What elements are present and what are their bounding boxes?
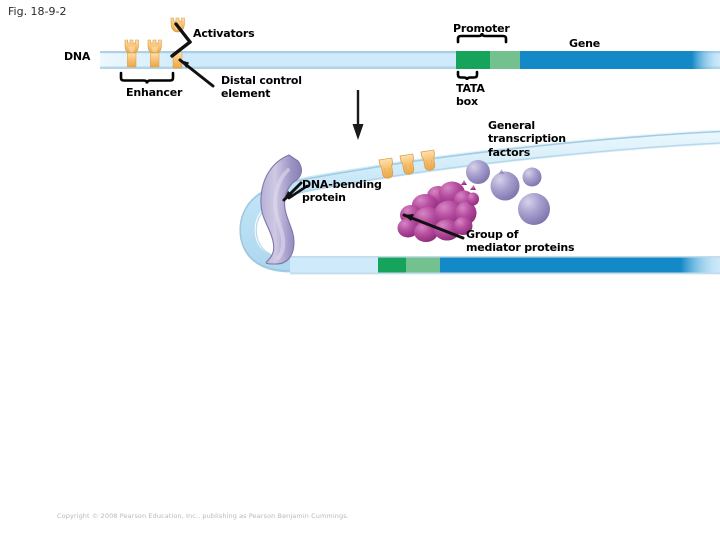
mediator-leader-line — [402, 213, 465, 240]
top-promoter-segment — [490, 51, 520, 69]
dna-bending-leader-arrowhead — [284, 191, 294, 200]
label-dna: DNA — [64, 50, 91, 63]
label-general-transcription-factors: General transcription factors — [488, 119, 566, 159]
label-distal-control-element: Distal control element — [221, 74, 302, 101]
enhancer-bracket — [119, 71, 175, 84]
bottom-dna-strand — [290, 256, 720, 275]
bottom-promoter-segment — [406, 257, 440, 273]
label-activators: Activators — [193, 27, 255, 40]
activator-icon — [399, 153, 415, 175]
mediator-leader-arrowhead — [404, 214, 414, 221]
label-promoter: Promoter — [453, 22, 510, 35]
general-transcription-factor-icons — [466, 160, 550, 225]
tata-box-bracket — [456, 70, 479, 81]
top-tata-box-segment — [456, 51, 490, 69]
distal-leader-arrowhead — [180, 60, 189, 68]
label-gene: Gene — [569, 37, 600, 50]
transcription-factor-sphere — [490, 169, 520, 201]
process-arrow-down — [352, 90, 364, 140]
bottom-tata-box-segment — [378, 257, 406, 273]
activator-icon — [420, 149, 436, 171]
label-enhancer: Enhancer — [126, 86, 183, 99]
top-gene-segment — [520, 51, 720, 69]
figure-caption: Fig. 18-9-2 — [8, 5, 67, 18]
activator-proteins-bent — [378, 149, 436, 179]
transcription-factor-sphere — [522, 167, 542, 187]
dna-bending-pointer — [287, 184, 309, 200]
top-dna-strand — [100, 51, 720, 69]
transcription-factor-sphere — [518, 193, 550, 225]
label-tata-box: TATA box — [456, 82, 485, 109]
transcription-factor-sphere — [466, 160, 490, 184]
activators-leader-line — [170, 22, 192, 58]
label-group-of-mediator-proteins: Group of mediator proteins — [466, 228, 575, 255]
promoter-bracket — [456, 32, 508, 44]
label-dna-bending-protein: DNA-bending protein — [302, 178, 382, 205]
bent-dna-loop — [239, 129, 720, 273]
dna-bending-protein-icon — [260, 154, 302, 265]
activator-icon — [124, 39, 139, 68]
copyright-notice: Copyright © 2008 Pearson Education, Inc.… — [57, 512, 349, 520]
bottom-gene-segment — [440, 257, 720, 273]
activator-icon — [378, 157, 394, 179]
activator-icon — [147, 39, 162, 68]
